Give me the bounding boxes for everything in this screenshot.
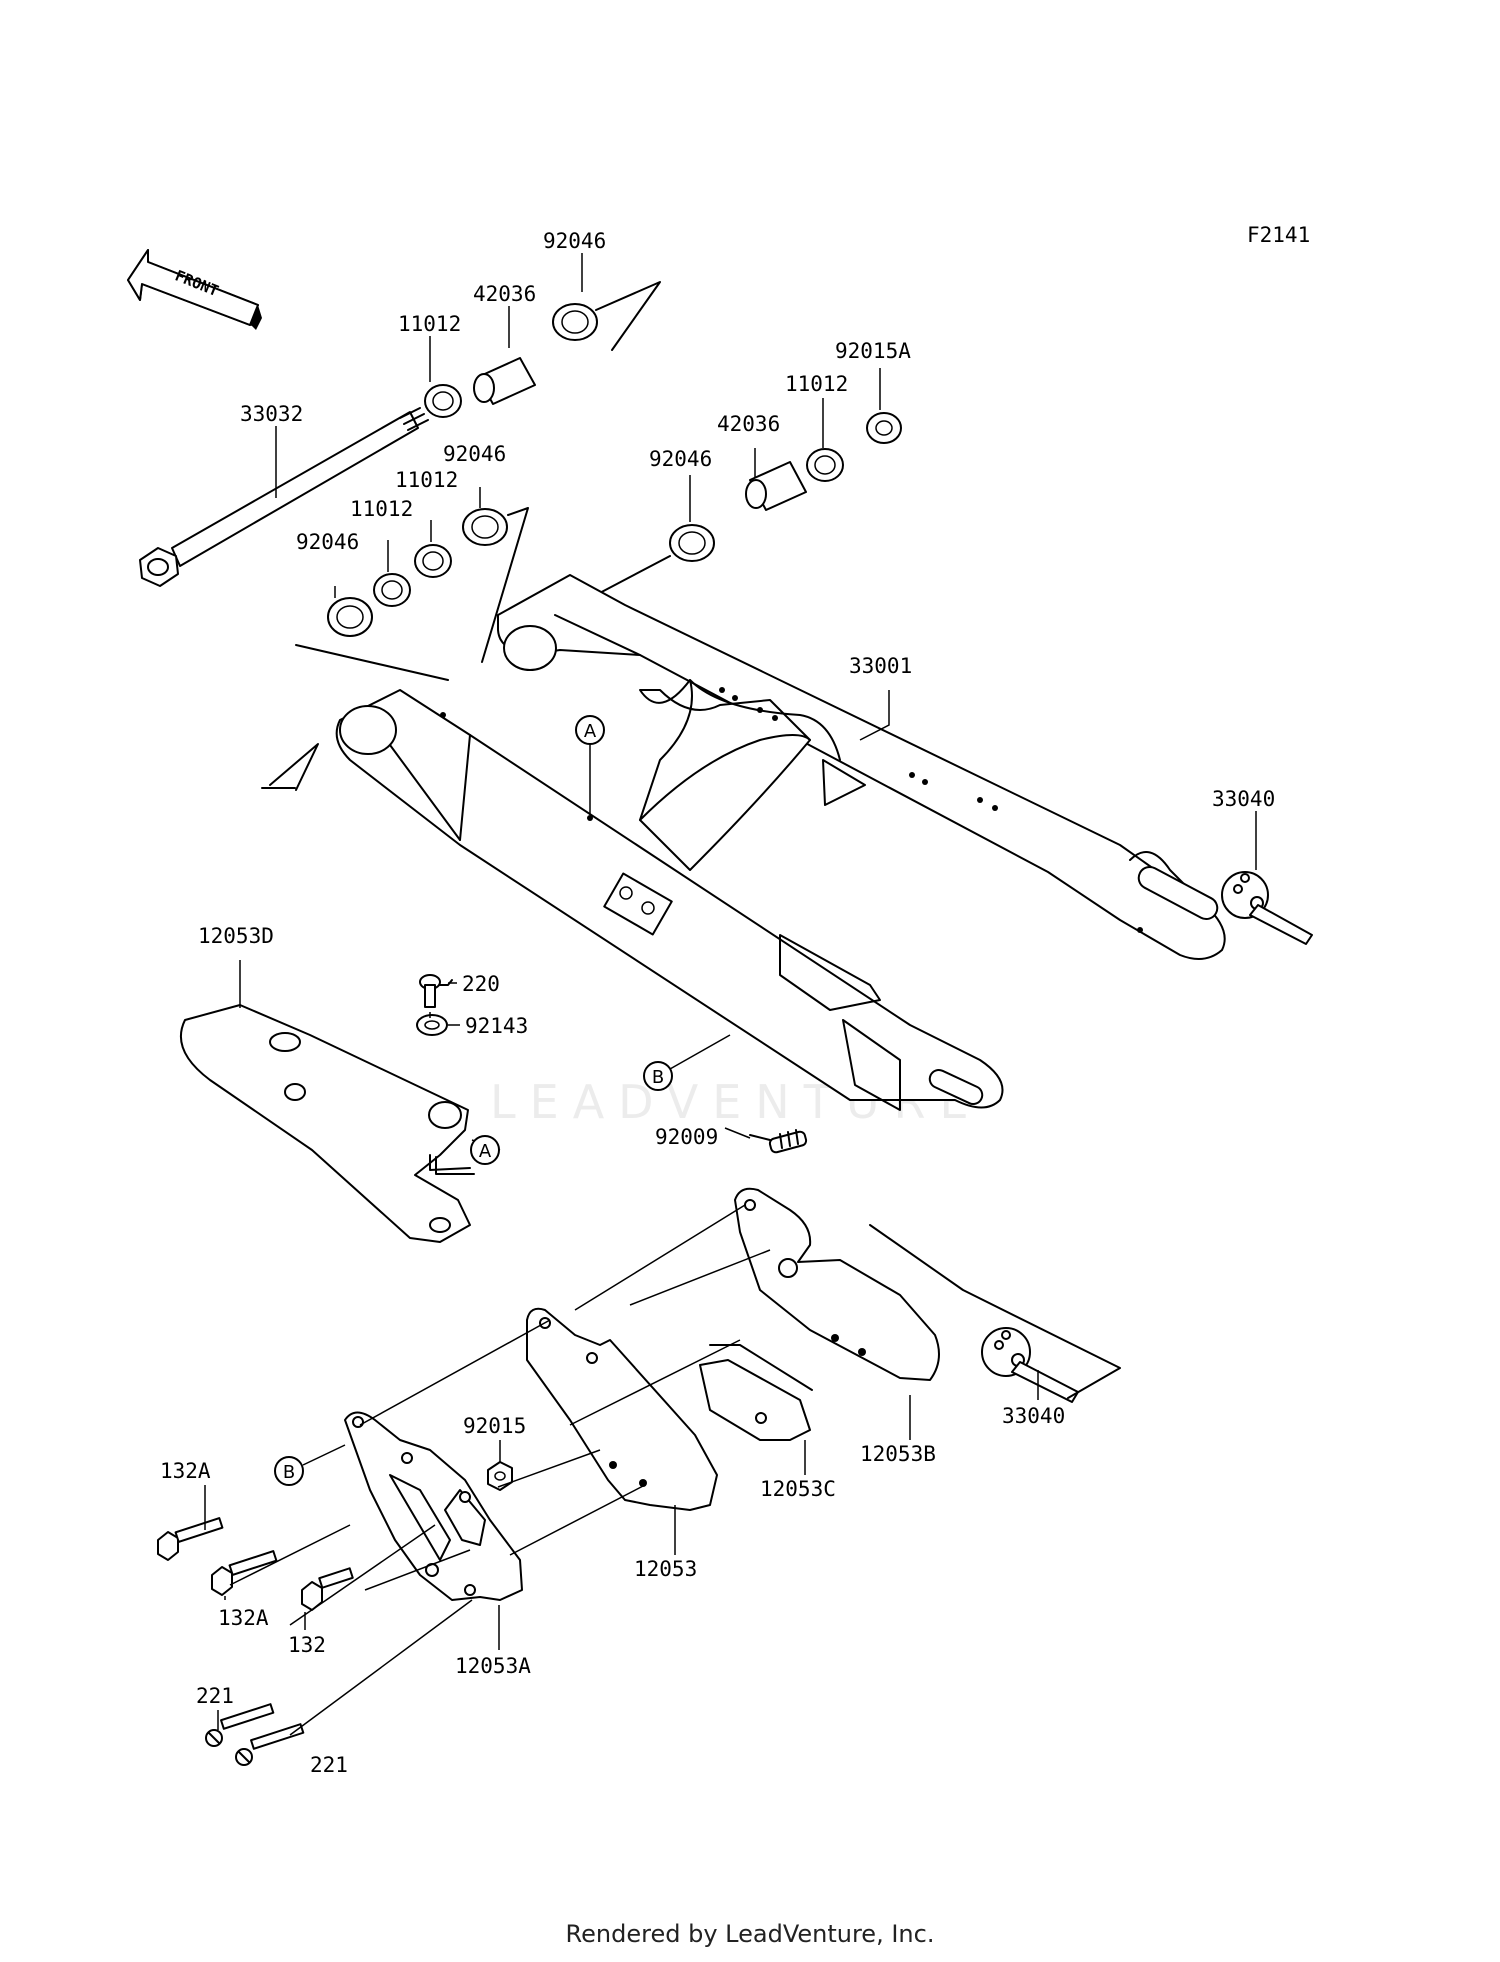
leader-lines: [204, 253, 1257, 1730]
chain-adjuster-bottom: [869, 1224, 1121, 1403]
part-label-132: 132: [288, 1633, 326, 1657]
screw-221-1: [205, 1703, 275, 1747]
chain-adjuster-top: [1221, 871, 1313, 945]
svg-text:B: B: [283, 1462, 295, 1483]
part-label-33040-top: 33040: [1212, 787, 1275, 811]
part-label-42036-top: 42036: [473, 282, 536, 306]
bolt-132A-2: [211, 1550, 278, 1596]
part-label-11012-top: 11012: [398, 312, 461, 336]
center-lines: [229, 1012, 771, 1736]
part-label-132A-1: 132A: [160, 1459, 211, 1483]
bearing-stack-left: [295, 507, 529, 681]
chain-guide-12053B: [734, 1187, 940, 1381]
part-label-92046-left: 92046: [296, 530, 359, 554]
part-label-42036-right: 42036: [717, 412, 780, 436]
part-label-12053A: 12053A: [455, 1654, 531, 1678]
ref-marker-b-lower: B: [274, 1444, 346, 1486]
part-label-12053: 12053: [634, 1557, 697, 1581]
part-label-92015A: 92015A: [835, 339, 911, 363]
ref-marker-a-upper: A: [575, 715, 605, 815]
bolt-132A-1: [157, 1517, 224, 1561]
part-labels: 92046 42036 11012 33032 92046 11012 1101…: [160, 229, 1275, 1777]
bolt-132: [301, 1567, 354, 1611]
figure-code: F2141: [1247, 223, 1310, 247]
bearing-stack-top: [424, 281, 661, 418]
guide-plate-12053: [526, 1307, 718, 1511]
screw-221-2: [235, 1723, 305, 1766]
ref-marker-a-lower: A: [470, 1135, 500, 1165]
part-label-92015: 92015: [463, 1414, 526, 1438]
part-label-92046-top: 92046: [543, 229, 606, 253]
part-label-92046-mid: 92046: [443, 442, 506, 466]
swingarm: [261, 574, 1226, 1111]
part-label-33001: 33001: [849, 654, 912, 678]
guide-plate-12053A: [344, 1411, 523, 1601]
chain-slider-12053D: [180, 1004, 475, 1243]
part-label-92143: 92143: [465, 1014, 528, 1038]
guide-block-12053C: [699, 1344, 813, 1441]
part-label-92046-right: 92046: [649, 447, 712, 471]
part-label-132A-2: 132A: [218, 1606, 269, 1630]
washer-92143: [416, 1014, 448, 1036]
part-label-221-1: 221: [196, 1684, 234, 1708]
bearing-stack-right: [593, 412, 902, 597]
front-arrow-icon: FRONT: [127, 249, 262, 330]
ref-marker-b-upper: B: [643, 1034, 731, 1091]
part-label-33040-bottom: 33040: [1002, 1404, 1065, 1428]
part-label-221-2: 221: [310, 1753, 348, 1777]
part-label-11012-right: 11012: [785, 372, 848, 396]
footer-credit: Rendered by LeadVenture, Inc.: [565, 1920, 935, 1948]
svg-text:A: A: [584, 721, 597, 742]
part-label-12053C: 12053C: [760, 1477, 836, 1501]
part-label-220: 220: [462, 972, 500, 996]
screw-220: [419, 974, 453, 1008]
pivot-shaft: [139, 407, 429, 587]
svg-text:B: B: [652, 1067, 664, 1088]
svg-text:A: A: [479, 1141, 492, 1162]
stud-92009: [749, 1129, 808, 1154]
part-label-33032: 33032: [240, 402, 303, 426]
part-label-12053B: 12053B: [860, 1442, 936, 1466]
part-label-11012-mid1: 11012: [395, 468, 458, 492]
part-label-92009: 92009: [655, 1125, 718, 1149]
part-label-12053D: 12053D: [198, 924, 274, 948]
part-label-11012-mid2: 11012: [350, 497, 413, 521]
